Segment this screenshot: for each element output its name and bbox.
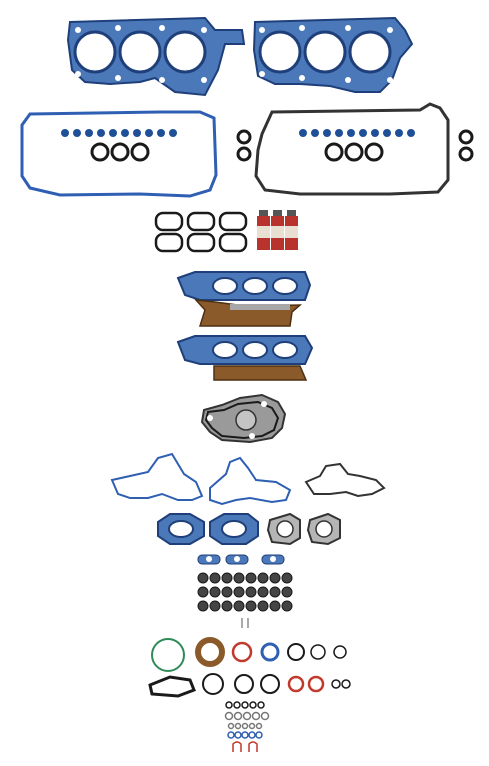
side-oring-pair-right bbox=[458, 129, 474, 162]
exhaust-manifold-gasket-lower bbox=[176, 335, 314, 381]
timing-cover-gasket-left bbox=[110, 452, 204, 501]
flange-gasket-4 bbox=[306, 512, 341, 546]
small-oring-cluster bbox=[224, 701, 270, 752]
dowel-pins bbox=[241, 618, 249, 628]
oring-assortment-row1 bbox=[151, 637, 347, 672]
intake-port-gaskets bbox=[154, 211, 248, 253]
tube-seal-row-right bbox=[299, 129, 415, 162]
side-oring-pair-left bbox=[236, 129, 252, 162]
tube-seal-row-left bbox=[61, 129, 177, 162]
flange-gasket-2 bbox=[209, 513, 259, 545]
sealant-tube-3 bbox=[285, 210, 298, 250]
small-blue-gaskets bbox=[197, 554, 285, 565]
exhaust-manifold-gasket-upper bbox=[176, 271, 312, 327]
oring-assortment-row2 bbox=[148, 673, 351, 698]
flange-gasket-1 bbox=[157, 513, 205, 545]
head-gasket-right bbox=[252, 16, 414, 93]
head-gasket-left bbox=[66, 16, 246, 97]
timing-cover-gasket-right bbox=[304, 462, 386, 498]
timing-cover-gasket-middle bbox=[209, 456, 292, 506]
flange-gasket-3 bbox=[266, 512, 301, 546]
valve-cover-gasket-left bbox=[20, 110, 218, 198]
valve-cover-gasket-right bbox=[254, 102, 450, 196]
sealant-tube-1 bbox=[257, 210, 270, 250]
sealant-tubes bbox=[257, 210, 298, 250]
valve-stem-seals bbox=[197, 572, 293, 612]
water-pump-gasket bbox=[200, 393, 287, 444]
sealant-tube-2 bbox=[271, 210, 284, 250]
